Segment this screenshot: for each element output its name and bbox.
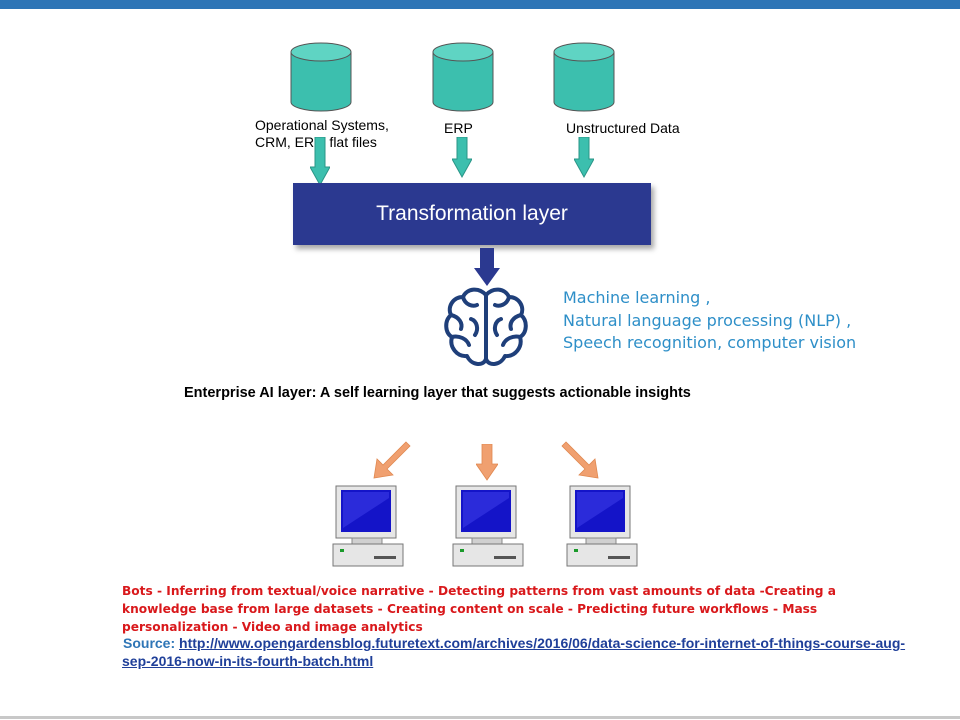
arrow-down-icon [452, 137, 472, 179]
arrow-down-icon [561, 441, 599, 479]
arrow-down-icon [310, 137, 330, 187]
arrow-down-icon [373, 441, 411, 479]
enterprise-ai-label: Enterprise AI layer: A self learning lay… [184, 385, 691, 401]
computer-icon [566, 485, 638, 567]
database-icon [553, 42, 615, 112]
source-label-unstructured: Unstructured Data [566, 120, 680, 136]
arrow-down-icon [474, 248, 500, 286]
database-icon [432, 42, 494, 112]
source-link[interactable]: http://www.opengardensblog.futuretext.co… [122, 635, 906, 669]
ai-capability-item: Speech recognition, computer vision [563, 333, 857, 352]
bottom-divider [0, 716, 960, 719]
arrow-down-icon [574, 137, 594, 179]
top-accent-bar [0, 0, 960, 9]
transformation-layer-box: Transformation layer [293, 183, 651, 245]
computer-icon [332, 485, 404, 567]
computer-icon [452, 485, 524, 567]
ai-capability-item: Natural language processing (NLP) , [563, 310, 852, 330]
transformation-layer-label: Transformation layer [376, 202, 568, 225]
ai-capability-item: Machine learning , [563, 288, 711, 307]
database-icon [290, 42, 352, 112]
ai-capabilities-list: Machine learning , Natural language proc… [563, 287, 856, 355]
source-citation: Source: http://www.opengardensblog.futur… [122, 634, 912, 670]
source-label-erp: ERP [444, 120, 473, 136]
source-label: Source: [123, 635, 180, 651]
brain-icon [444, 287, 528, 366]
arrow-down-icon [476, 444, 498, 481]
ai-outcomes-text: Bots - Inferring from textual/voice narr… [122, 584, 836, 634]
source-label-line: Operational Systems, [255, 117, 389, 133]
